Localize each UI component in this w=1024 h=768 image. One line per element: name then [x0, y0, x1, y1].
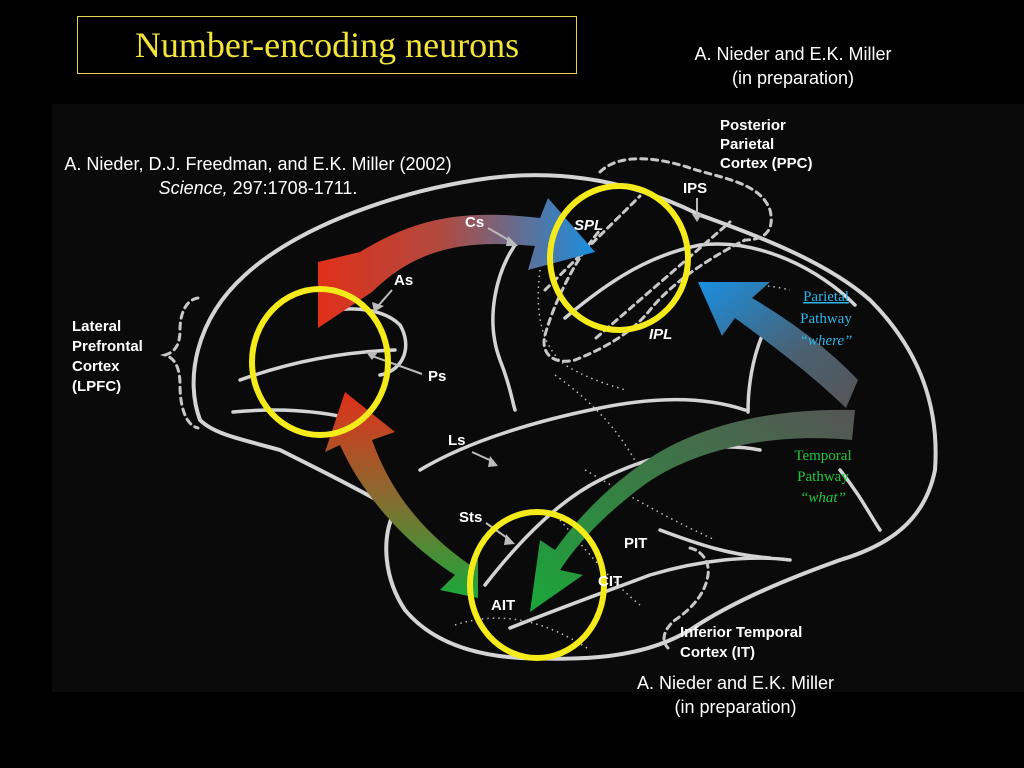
pointer-ps	[371, 355, 423, 375]
citation-top-left-line1: A. Nieder, D.J. Freedman, and E.K. Mille…	[64, 154, 452, 174]
label-spl: SPL	[574, 217, 603, 234]
label-lpfc-line3: Cortex	[72, 358, 120, 375]
lpfc-bracket	[159, 296, 200, 430]
label-lpfc-line1: Lateral	[72, 318, 121, 335]
sulcus-intraparietal	[563, 242, 857, 320]
highlight-circle-lpfc	[249, 286, 391, 438]
label-parietal-line1: Parietal	[803, 289, 849, 305]
citation-top-left-line2: Science, 297:1708-1711.	[8, 176, 508, 200]
citation-top-right-line1: A. Nieder and E.K. Miller	[694, 44, 892, 64]
pointer-ips-head	[692, 214, 702, 222]
sulcus-inferior-temporal	[508, 556, 792, 630]
label-it-line2: Cortex (IT)	[680, 644, 755, 661]
label-ps: Ps	[428, 368, 446, 385]
boundary-dotted-2	[554, 374, 641, 471]
sulcus-principal	[238, 348, 397, 382]
pointer-ps-head	[366, 352, 378, 360]
ipl-dashed-line	[594, 220, 732, 340]
citation-top-left: A. Nieder, D.J. Freedman, and E.K. Mille…	[8, 152, 508, 200]
brain-outline	[191, 173, 938, 661]
sulcus-temporal-lower	[658, 528, 772, 560]
sulcus-occipital	[838, 468, 882, 532]
citation-bottom: A. Nieder and E.K. Miller (in preparatio…	[608, 671, 863, 719]
label-temporal-line3: “what”	[800, 490, 846, 506]
label-cit: CIT	[598, 573, 622, 590]
pointer-ls-head	[488, 456, 498, 467]
label-it-line1: Inferior Temporal	[680, 624, 802, 641]
label-lpfc-line4: (LPFC)	[72, 378, 121, 395]
label-ppc-line2: Parietal	[720, 136, 774, 153]
label-ppc-line1: Posterior	[720, 117, 786, 134]
sulcus-lateral	[418, 397, 747, 472]
title-box: Number-encoding neurons	[77, 16, 577, 74]
pointer-as	[377, 289, 393, 307]
label-ppc-line3: Cortex (PPC)	[720, 155, 813, 172]
arrow-temporal-green	[530, 409, 855, 612]
citation-bottom-line1: A. Nieder and E.K. Miller	[636, 673, 835, 693]
citation-volume: 297:1708-1711.	[227, 178, 358, 198]
sulcus-arcuate	[323, 307, 408, 377]
ps-dashed-line	[543, 194, 642, 292]
boundary-dotted-3	[584, 469, 716, 541]
label-cs: Cs	[465, 214, 484, 231]
label-as: As	[394, 272, 413, 289]
label-lpfc-line2: Prefrontal	[72, 338, 143, 355]
citation-top-right: A. Nieder and E.K. Miller (in preparatio…	[668, 42, 918, 90]
pointer-as-head	[372, 302, 384, 312]
arrow-cs-red-blue	[318, 198, 595, 328]
label-parietal-line2: Pathway	[800, 311, 852, 327]
citation-journal: Science,	[158, 178, 228, 198]
pointer-sts-head	[504, 534, 515, 545]
ppc-region-outline	[542, 157, 773, 363]
sulcus-central	[491, 236, 522, 412]
label-temporal-line1: Temporal	[794, 448, 851, 464]
slide-title: Number-encoding neurons	[134, 25, 520, 65]
citation-top-right-line2: (in preparation)	[731, 68, 855, 88]
label-parietal-line3: “where”	[800, 333, 853, 349]
label-ips: IPS	[683, 180, 707, 197]
label-temporal-line2: Pathway	[797, 469, 849, 485]
label-ait: AIT	[491, 597, 515, 614]
arrow-parietal-blue	[698, 282, 858, 408]
label-ipl: IPL	[649, 326, 672, 343]
citation-bottom-line2: (in preparation)	[674, 697, 797, 717]
label-pit: PIT	[624, 535, 647, 552]
arrow-ps-red-green	[325, 392, 478, 598]
sulcus-superior-temporal	[483, 445, 762, 587]
highlight-circle-it	[467, 509, 607, 661]
highlight-circle-ppc	[547, 183, 691, 333]
pointer-cs-head	[506, 236, 518, 246]
it-bracket	[662, 546, 710, 650]
label-ls: Ls	[448, 432, 466, 449]
label-sts: Sts	[459, 509, 482, 526]
